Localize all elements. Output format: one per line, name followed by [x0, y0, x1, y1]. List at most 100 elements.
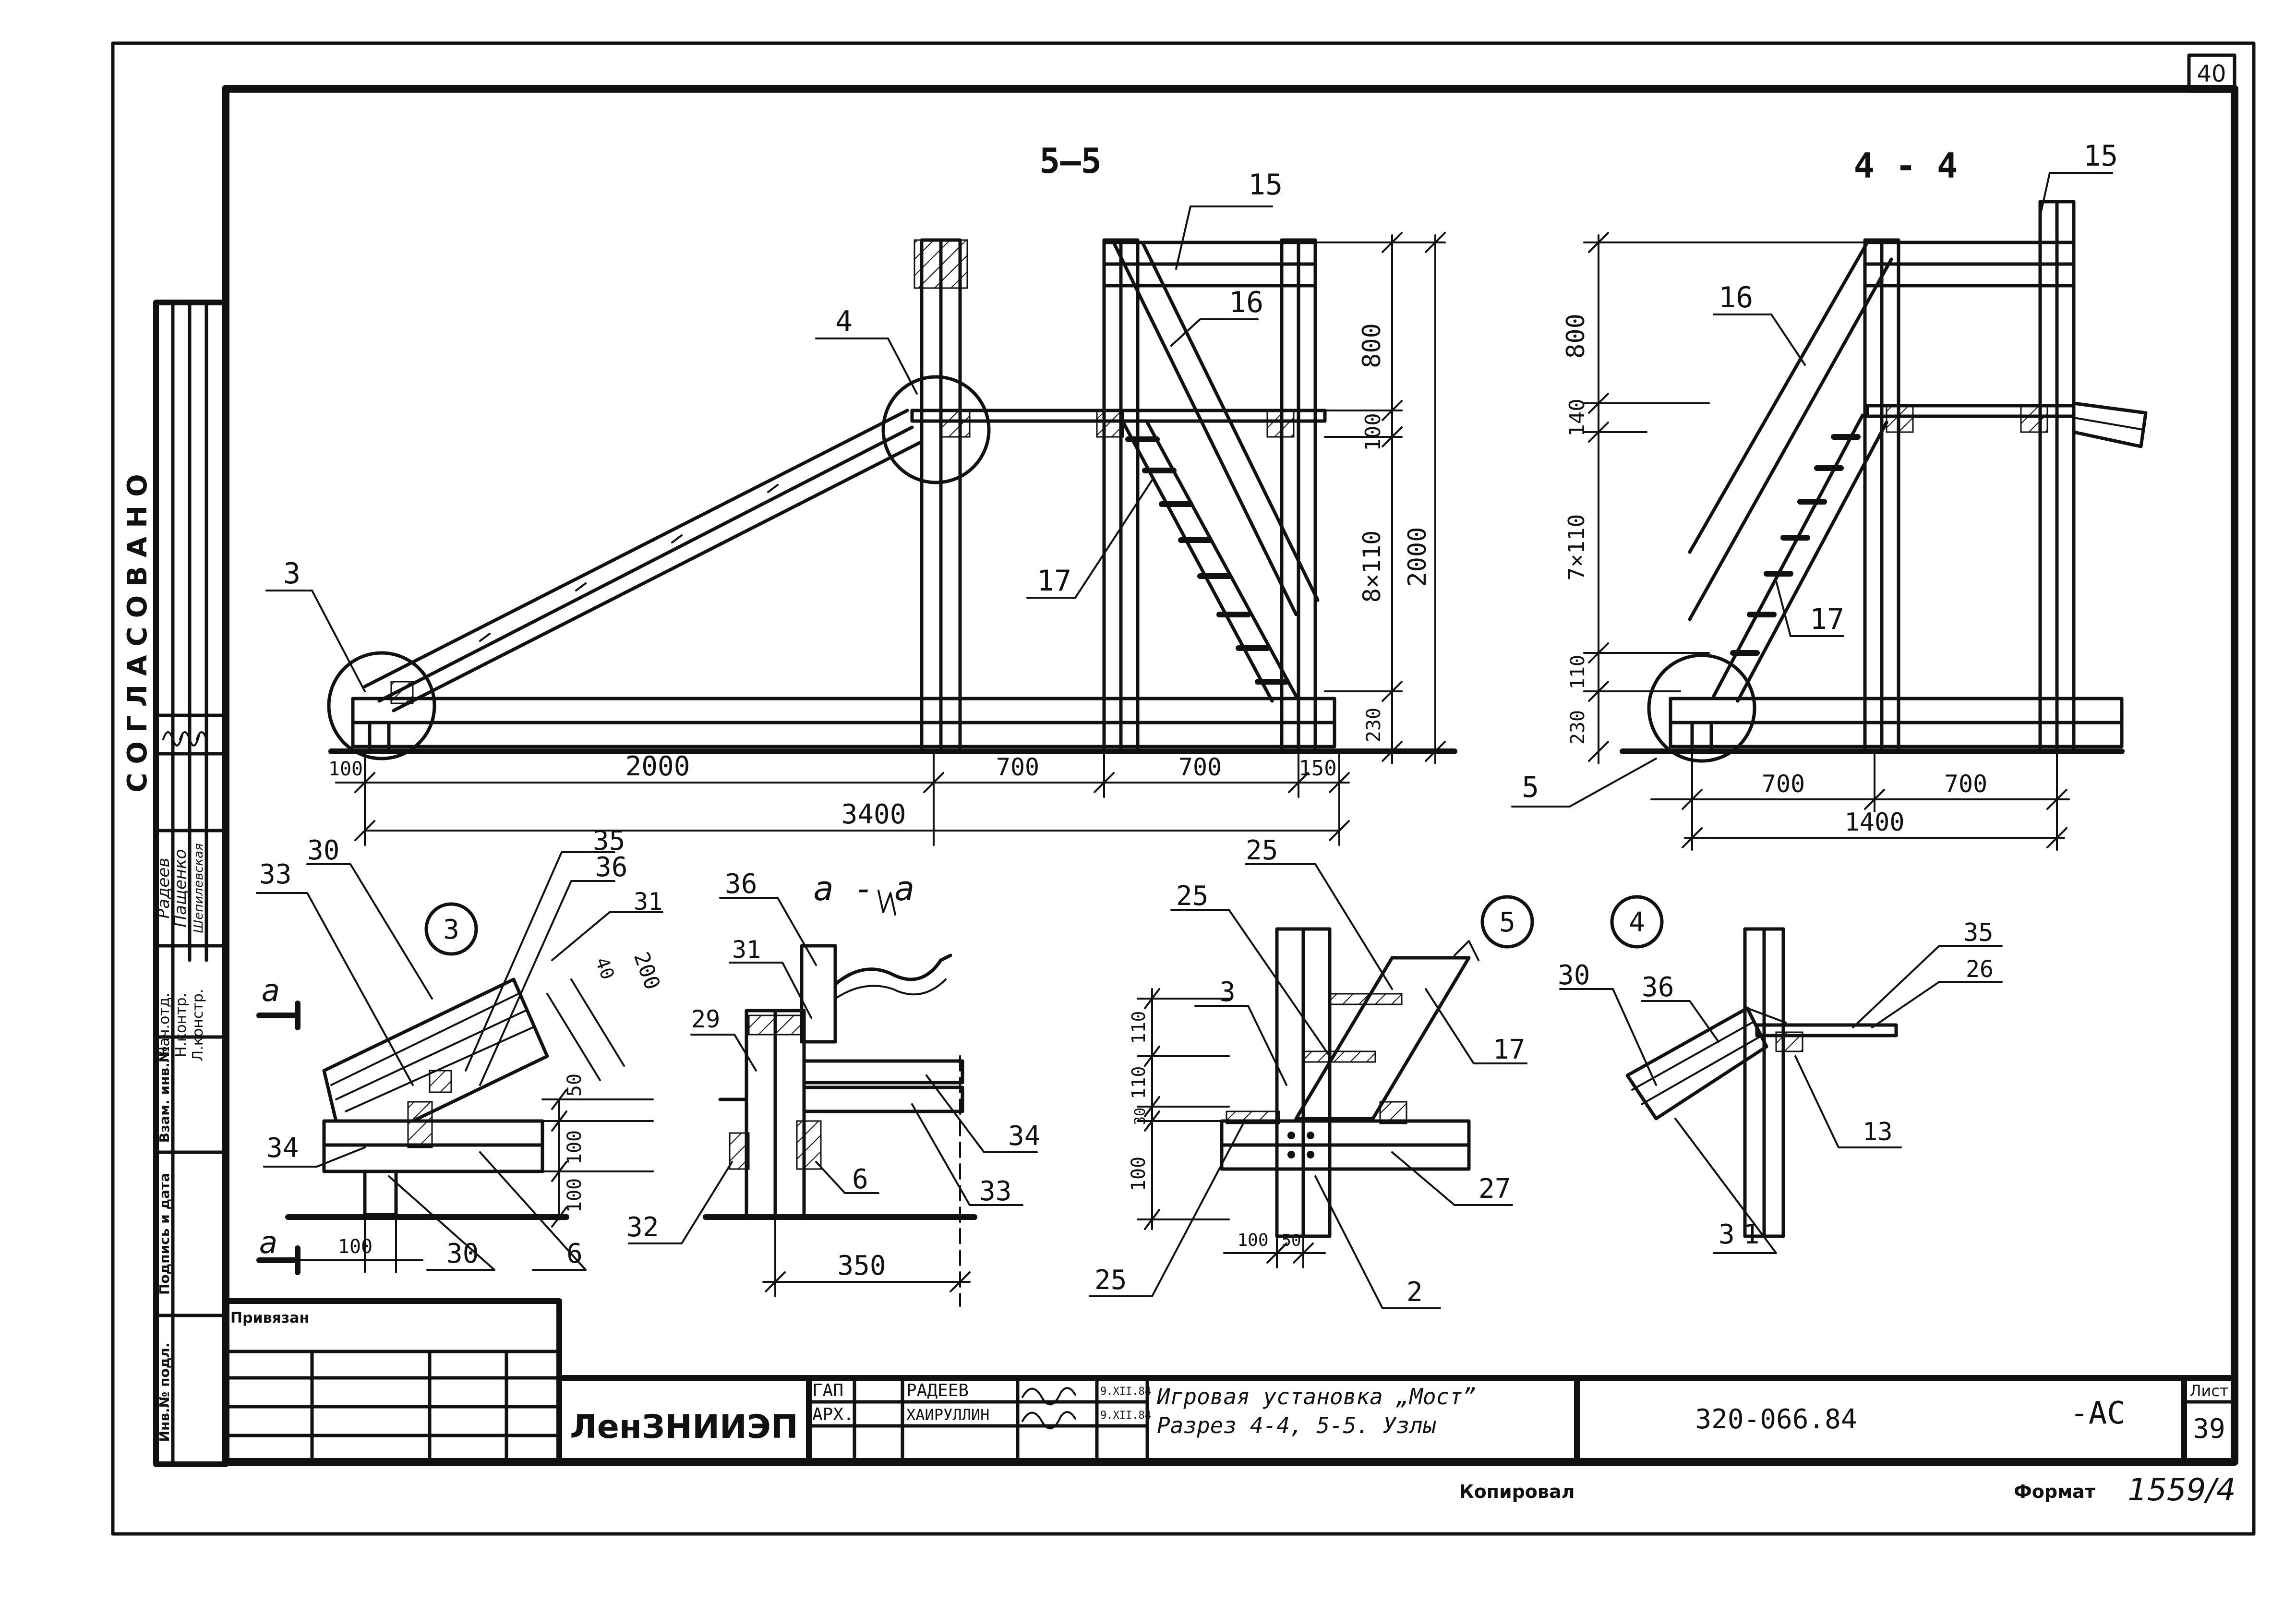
post-44-right-b	[2055, 200, 2076, 753]
foot-post-44	[1690, 721, 1713, 753]
n5-dim-30: 30	[1132, 1108, 1149, 1125]
dim-44-700-a: 700	[1762, 770, 1805, 798]
section-aa-title: а - а	[814, 869, 915, 908]
dim-44-1400: 1400	[1844, 808, 1904, 837]
node3-beam-bottom	[322, 1143, 544, 1173]
leader-4	[815, 338, 918, 395]
outer-trim-border	[111, 41, 2256, 1536]
post-right	[939, 238, 962, 753]
date-2: 9.XII.84	[1100, 1410, 1151, 1422]
node-3-detail: 3 а а 33 30 35 36 31 34 30 6	[256, 825, 665, 1275]
node4-slide-layers	[1631, 1007, 1787, 1105]
node3-dim-200: 200	[629, 949, 665, 993]
n5-dim-110-a: 110	[1128, 1011, 1149, 1044]
slide-chute	[363, 409, 924, 712]
post-left	[920, 238, 943, 753]
dim-8x110: 8×110	[1358, 531, 1386, 603]
node5-bolts	[1287, 1132, 1314, 1158]
slide-bolts	[479, 484, 779, 642]
section-55-title: 5–5	[1039, 141, 1102, 181]
node3-leader-6	[479, 1151, 587, 1271]
diagonal-brace-16	[1112, 241, 1320, 616]
node3-callout-30b: 30	[446, 1238, 479, 1269]
node5-break	[1454, 940, 1479, 961]
title-block-frame	[556, 1375, 2237, 1465]
node4-post-b	[1762, 927, 1785, 1238]
node3-dim-50: 50	[564, 1073, 586, 1097]
aa-dims	[762, 1218, 971, 1297]
dim-3400: 3400	[841, 799, 906, 830]
dim-2000-v: 2000	[1403, 527, 1432, 587]
stair-44	[1712, 413, 1888, 703]
format-value: 1559/4	[2128, 1472, 2236, 1508]
field-signature-date: Подпись и дата	[156, 1173, 172, 1295]
n5-leader-3	[1194, 1005, 1287, 1086]
tower-post-left-a	[1102, 238, 1123, 753]
node5-dims	[1137, 988, 1326, 1268]
n5-leader-25b	[1170, 909, 1331, 1057]
dim-700-b: 700	[1178, 753, 1222, 781]
corner-number-box	[2187, 53, 2236, 93]
dims-44-h	[1650, 750, 2070, 851]
n4-callout-30: 30	[1558, 960, 1590, 991]
node5-post-b	[1301, 927, 1332, 1238]
name-1: Радеев	[154, 858, 173, 919]
role-2: Н.контр.	[173, 993, 190, 1057]
diagonal-16-44	[1688, 241, 1893, 621]
node5-beam-top	[1220, 1119, 1471, 1147]
dim-44-110: 110	[1567, 655, 1589, 689]
agreed-label: СОГЛАСОВАНО	[122, 465, 153, 792]
top-rail-a	[1102, 241, 1317, 266]
dims-44-v	[1583, 232, 1868, 764]
base-beam-44-bottom	[1669, 721, 2124, 748]
leader-17-44	[1775, 580, 1844, 637]
n4-leader-30	[1559, 988, 1657, 1086]
aa-break-mark	[878, 890, 896, 916]
dim-44-7x110: 7×110	[1563, 514, 1589, 580]
aa-leader-36	[719, 897, 817, 966]
n5-leader-25a	[1245, 863, 1393, 990]
n5-dim-50: 50	[1282, 1231, 1301, 1250]
node3-dim-40: 40	[591, 954, 619, 982]
leader-16	[1170, 318, 1259, 347]
node3-leader-30	[306, 863, 433, 1000]
aa-callout-33: 33	[979, 1176, 1011, 1207]
node3-dims	[297, 978, 654, 1273]
drawing-mark: -АС	[2070, 1396, 2126, 1431]
node3-leader-34	[263, 1146, 366, 1168]
rail-44-b	[1863, 262, 2076, 288]
node5-post-a	[1275, 927, 1305, 1238]
name-khairullin: ХАИРУЛЛИН	[906, 1406, 989, 1424]
date-1: 9.XII.84	[1100, 1386, 1151, 1398]
node3-slide-body	[322, 977, 549, 1123]
node3-callout-6: 6	[566, 1238, 583, 1269]
sheet-frame: 40	[111, 41, 2256, 1536]
rail-44-a	[1863, 241, 2076, 266]
dim-2000: 2000	[625, 751, 690, 782]
joist-2	[1096, 410, 1124, 438]
n4-leader-31	[1674, 1118, 1777, 1254]
name-3: Шепилевская	[192, 843, 206, 933]
leader-3	[265, 590, 366, 692]
node4-joist	[1775, 1031, 1803, 1052]
field-replaced: Взам. инв.№	[156, 1047, 172, 1143]
node-4-circle	[881, 375, 991, 484]
node3-block-33	[407, 1101, 433, 1148]
aa-callout-31: 31	[732, 936, 761, 964]
aa-post-a	[745, 1009, 777, 1219]
project-code: 320-066.84	[1695, 1404, 1857, 1435]
aa-post-b	[773, 1009, 806, 1219]
node3-callout-31: 31	[634, 888, 662, 916]
callout-16: 16	[1229, 286, 1263, 319]
dim-100-v: 100	[1361, 413, 1385, 451]
dim-150: 150	[1298, 756, 1336, 781]
tied-label: Привязан	[230, 1310, 309, 1327]
node-4-detail: 4 30 36 35 26 13 31	[1558, 895, 2003, 1254]
role-arch: АРХ.	[812, 1405, 854, 1424]
section-a-a: а - а 36 31 29 34 6 33 32	[626, 868, 1040, 1307]
post-cap	[914, 239, 968, 289]
post-44-center-b	[1880, 238, 1900, 753]
dim-800: 800	[1358, 323, 1386, 368]
node-4-marker: 4	[1629, 907, 1645, 938]
